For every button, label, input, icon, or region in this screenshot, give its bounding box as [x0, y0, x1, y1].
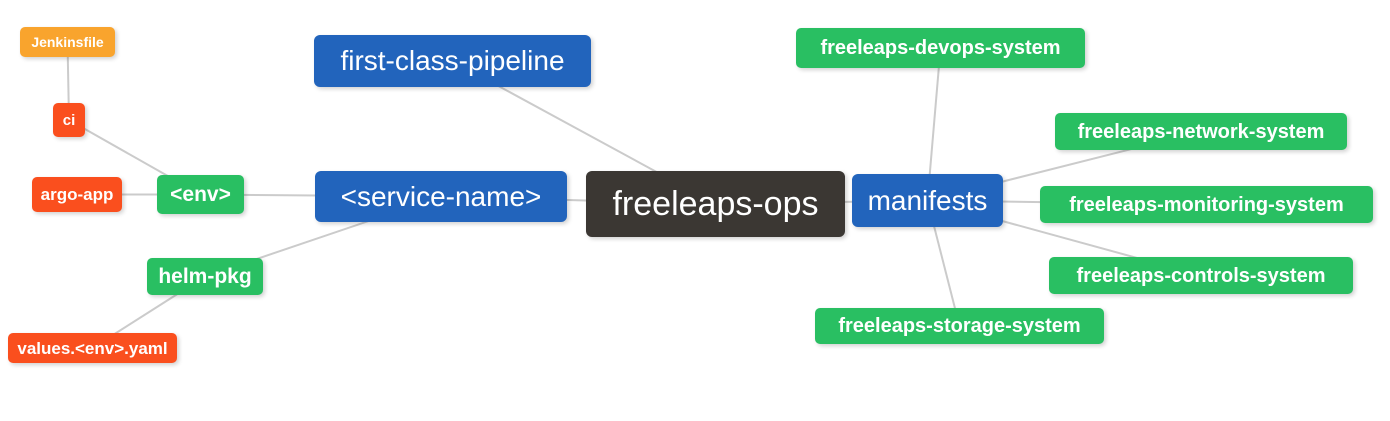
node-controls-system[interactable]: freeleaps-controls-system [1049, 257, 1353, 294]
node-label: first-class-pipeline [340, 45, 565, 76]
node-label: <service-name> [340, 180, 542, 212]
node-label: freeleaps-controls-system [1076, 264, 1326, 287]
node-label: Jenkinsfile [31, 34, 104, 50]
node-first-class-pipeline[interactable]: first-class-pipeline [314, 35, 591, 87]
node-env[interactable]: <env> [157, 175, 244, 214]
node-freeleaps-ops[interactable]: freeleaps-ops [586, 171, 845, 237]
node-label: freeleaps-monitoring-system [1069, 193, 1344, 216]
node-label: manifests [867, 184, 988, 216]
node-label: freeleaps-devops-system [820, 37, 1061, 59]
node-label: freeleaps-storage-system [838, 315, 1081, 337]
node-label: freeleaps-ops [612, 185, 819, 223]
node-network-system[interactable]: freeleaps-network-system [1055, 113, 1347, 150]
node-label: values.<env>.yaml [17, 338, 168, 358]
node-monitoring-system[interactable]: freeleaps-monitoring-system [1040, 186, 1373, 223]
node-devops-system[interactable]: freeleaps-devops-system [796, 28, 1085, 68]
node-jenkinsfile[interactable]: Jenkinsfile [20, 27, 115, 57]
node-service-name[interactable]: <service-name> [315, 171, 567, 222]
node-argo-app[interactable]: argo-app [32, 177, 122, 212]
node-ci[interactable]: ci [53, 103, 85, 137]
node-values-env-yaml[interactable]: values.<env>.yaml [8, 333, 177, 363]
node-label: <env> [170, 183, 231, 206]
node-label: freeleaps-network-system [1077, 120, 1325, 143]
node-label: helm-pkg [158, 265, 252, 288]
node-manifests[interactable]: manifests [852, 174, 1003, 227]
node-helm-pkg[interactable]: helm-pkg [147, 258, 263, 295]
node-label: ci [62, 111, 76, 129]
node-storage-system[interactable]: freeleaps-storage-system [815, 308, 1104, 344]
node-label: argo-app [40, 185, 114, 204]
